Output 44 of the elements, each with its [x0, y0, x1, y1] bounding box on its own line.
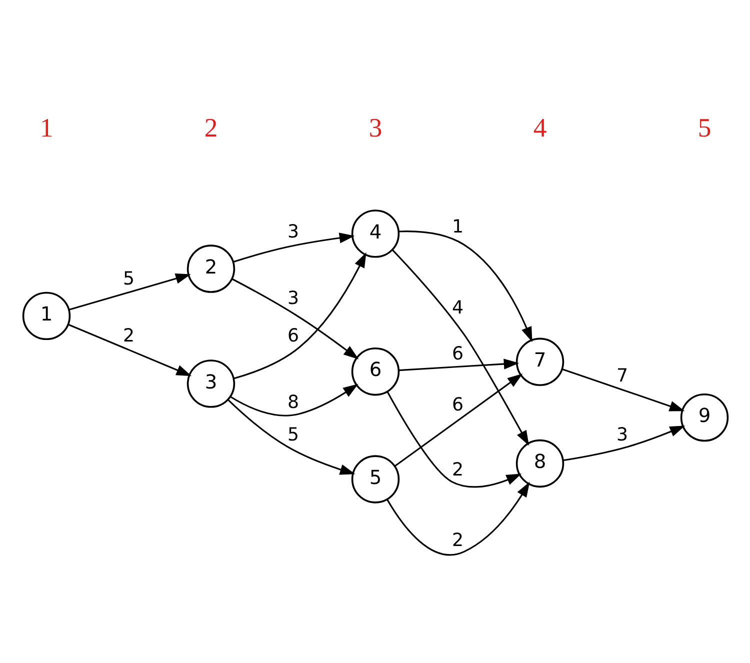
edge-label: 3	[616, 424, 628, 446]
arrow	[386, 482, 530, 556]
arrow	[68, 273, 190, 311]
edge-label: 5	[122, 268, 134, 290]
edge-label: 2	[122, 325, 134, 346]
node-circle: 6	[350, 347, 400, 396]
edge-label: 2	[451, 460, 464, 481]
edge-label: 6	[286, 325, 299, 346]
node-circle: 7	[515, 338, 564, 386]
label: 2	[204, 112, 218, 142]
edge-label: 6	[451, 394, 464, 416]
node-circle: 5	[350, 455, 400, 504]
label: 5	[697, 112, 711, 142]
label: 4	[532, 112, 546, 142]
edge-label: 4	[451, 298, 464, 319]
node-circle: 2	[186, 244, 235, 293]
edge-label: 2	[451, 530, 464, 551]
edge-label: 6	[451, 343, 464, 364]
edge-label: 3	[286, 288, 299, 309]
node-circle: 9	[680, 393, 728, 442]
arrow	[561, 368, 684, 412]
arrow	[232, 232, 354, 263]
node-circle: 8	[515, 439, 564, 488]
edge-label: 7	[616, 365, 628, 386]
edge-label: 5	[286, 424, 299, 446]
arrow	[562, 426, 685, 462]
label: 3	[368, 112, 382, 142]
arrow	[233, 252, 366, 380]
node-circle: 1	[22, 292, 70, 340]
node-circle: 4	[350, 210, 400, 258]
label: 1	[39, 112, 53, 142]
node-circle: 3	[186, 360, 235, 408]
edge-label: 1	[451, 216, 464, 238]
arrow	[391, 249, 529, 446]
edge-label: 3	[286, 221, 299, 242]
arrow	[398, 358, 519, 372]
arrow	[227, 399, 355, 475]
edge-label: 8	[286, 392, 299, 413]
arrow	[67, 324, 192, 376]
arrow	[394, 374, 522, 467]
arrow	[398, 230, 532, 342]
arrow	[386, 391, 522, 488]
arrow	[231, 278, 358, 360]
arrow	[229, 384, 358, 416]
